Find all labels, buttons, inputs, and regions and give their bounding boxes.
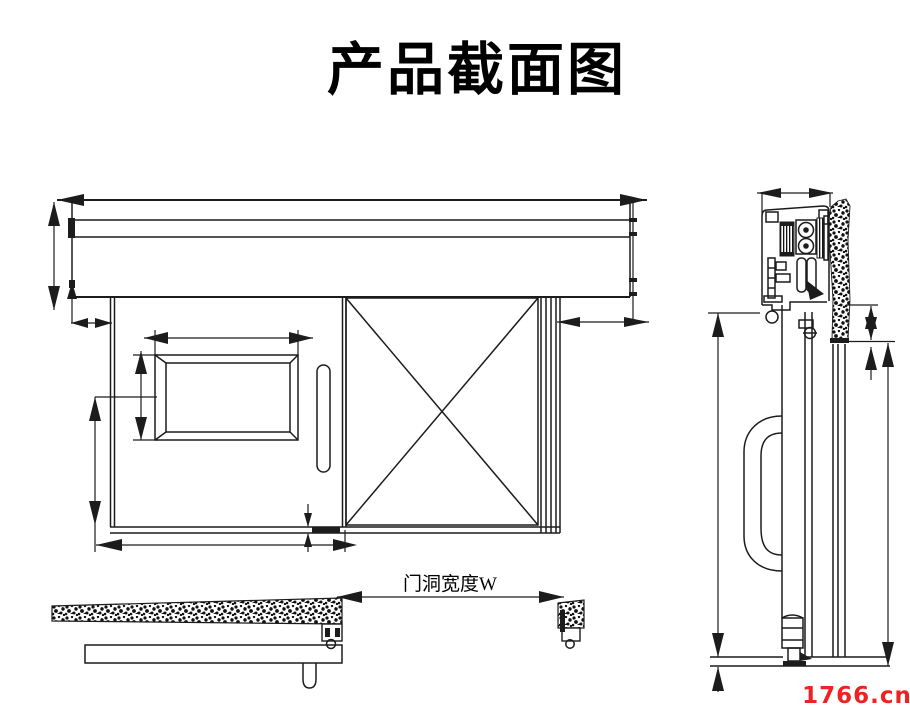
header-right-dimension <box>557 200 649 327</box>
sill-height-dimension <box>89 396 157 552</box>
drive-bolts <box>795 219 817 255</box>
header-height-dimension <box>48 202 60 310</box>
door-leaf-plan <box>84 644 343 689</box>
door-opening-width-label: 门洞宽度W <box>403 573 497 595</box>
pull-handle-side <box>743 415 783 572</box>
bottom-guide <box>781 614 812 666</box>
door-frame-left-jamb <box>109 297 116 527</box>
window-width-dimension <box>144 330 313 356</box>
header-track-box <box>57 199 647 298</box>
plan-view <box>51 597 585 689</box>
hanger-bracket <box>798 319 817 340</box>
door-leaf-side <box>781 305 846 657</box>
wall-section-plan <box>51 597 343 625</box>
floor-lines <box>710 656 890 667</box>
opening-width-dimension: 门洞宽度W <box>336 573 564 624</box>
door-edge-stack <box>540 297 561 533</box>
jamb-offset-dimension <box>67 282 112 328</box>
opening-height-dimension <box>882 343 894 666</box>
page-title: 产品截面图 <box>327 38 627 102</box>
guide-bracket-plan <box>321 623 343 650</box>
door-bottom <box>110 504 560 552</box>
operator-housing <box>761 205 830 340</box>
window-height-dimension <box>133 351 158 441</box>
carriage-parts <box>763 215 829 303</box>
vision-window <box>154 354 299 441</box>
watermark: 1766.cn <box>802 683 910 709</box>
front-view: 门洞宽度W <box>48 194 649 624</box>
handle-slot <box>316 364 331 473</box>
wall-block-plan <box>557 599 585 649</box>
lintel-wall-section <box>827 198 851 343</box>
side-view <box>708 188 895 692</box>
lintel-overlap-dimension <box>830 304 895 380</box>
door-width-dimension <box>96 530 357 552</box>
x-brace-panel <box>345 297 539 526</box>
housing-width-dimension <box>757 188 833 213</box>
door-height-dimension <box>708 312 760 692</box>
drive-gear <box>779 221 795 257</box>
